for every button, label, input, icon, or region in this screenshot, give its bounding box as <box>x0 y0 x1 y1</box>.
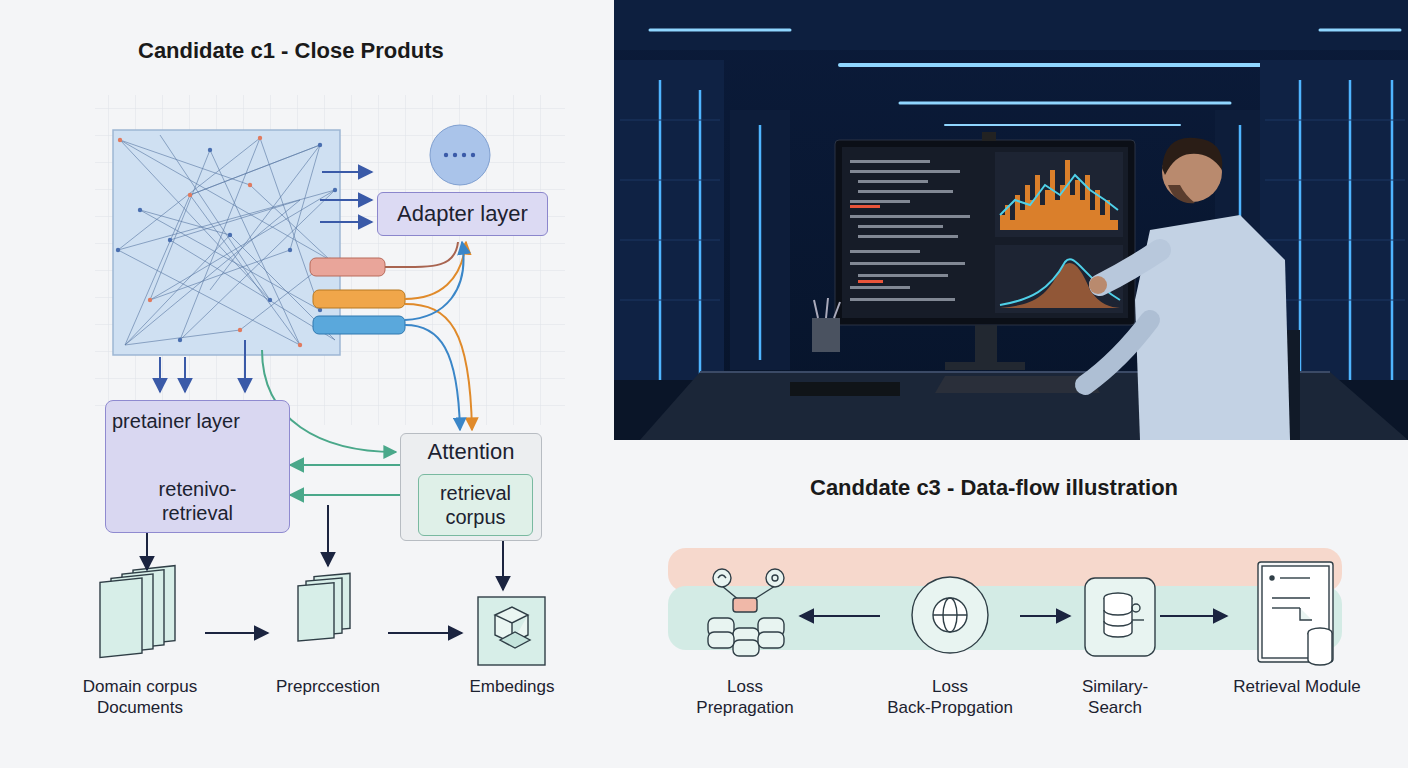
node-body: retenivo- retrieval <box>138 477 258 525</box>
connector-arrow <box>205 632 268 634</box>
word: Search <box>1088 698 1142 717</box>
word: corpus <box>445 506 505 528</box>
connector-arrow <box>146 533 148 570</box>
word: Back-Propgation <box>887 698 1013 717</box>
icon-node: Loss Prepragation <box>690 560 800 720</box>
word: layer <box>197 410 240 432</box>
icon-node: Similary- Search <box>1070 560 1160 720</box>
word: Close <box>295 38 355 63</box>
word: Documents <box>97 698 183 717</box>
node-label: Retrieval Module <box>1233 676 1361 697</box>
attention-box: Attention retrieval corpus <box>400 433 542 541</box>
corpus-box: retrieval corpus <box>418 474 533 536</box>
icon-node: Preprccestion <box>268 572 388 712</box>
node-label: Embedings <box>469 676 554 697</box>
connector-arrow <box>1020 615 1070 617</box>
word: Adapter <box>397 201 474 226</box>
node-label: retrieval corpus <box>423 481 528 529</box>
node-label: pretainer layer <box>112 409 240 433</box>
word: corpus <box>146 677 197 696</box>
word: Similary- <box>1082 677 1148 696</box>
word: Data-flow <box>960 475 1059 500</box>
connector-arrow <box>502 541 504 590</box>
word: Loss <box>932 677 968 696</box>
word: Produts <box>361 38 444 63</box>
layer-box: Adapter layer <box>377 192 548 236</box>
word: Domain <box>83 677 142 696</box>
word: c1 <box>250 38 274 63</box>
word: retrieval <box>162 502 233 524</box>
icon-node: Loss Back-Propgation <box>880 560 1020 720</box>
word: Prepragation <box>696 698 793 717</box>
word: Module <box>1305 677 1361 696</box>
word: retrieval <box>440 482 511 504</box>
icon-node: Retrieval Module <box>1227 560 1367 720</box>
node-label: Loss Prepragation <box>690 676 800 718</box>
word: Candidate <box>138 38 244 63</box>
word: Loss <box>727 677 763 696</box>
connector-arrow <box>1160 615 1227 617</box>
word: illustration <box>1066 475 1178 500</box>
word: - <box>947 475 954 500</box>
word: pretainer <box>112 410 191 432</box>
word: Attention <box>428 439 515 464</box>
node-label: Adapter layer <box>397 202 528 226</box>
connector-arrow <box>290 494 418 496</box>
word: Embedings <box>469 677 554 696</box>
connector-arrow <box>800 615 880 617</box>
layer-box: pretainer layer retenivo- retrieval <box>105 400 290 533</box>
word: c3 <box>916 475 940 500</box>
icon-node: Domain corpus Documents <box>75 570 205 720</box>
node-label: Attention <box>428 440 515 464</box>
node-label: Preprccestion <box>276 676 380 697</box>
panel-heading: Candidate c1 - Close Produts <box>138 38 444 64</box>
connector-arrow <box>388 632 462 634</box>
word: Canddate <box>810 475 910 500</box>
word: Preprccestion <box>276 677 380 696</box>
node-label: Loss Back-Propgation <box>880 676 1020 718</box>
word: Retrieval <box>1233 677 1300 696</box>
icon-node: Embedings <box>462 590 562 715</box>
node-label: Similary- Search <box>1070 676 1160 718</box>
node-label: Domain corpus Documents <box>75 676 205 718</box>
word: retenivo- <box>159 478 237 500</box>
word: - <box>281 38 288 63</box>
word: layer <box>480 201 528 226</box>
connector-arrow <box>290 464 400 466</box>
panel-heading: Canddate c3 - Data-flow illustration <box>810 475 1178 501</box>
